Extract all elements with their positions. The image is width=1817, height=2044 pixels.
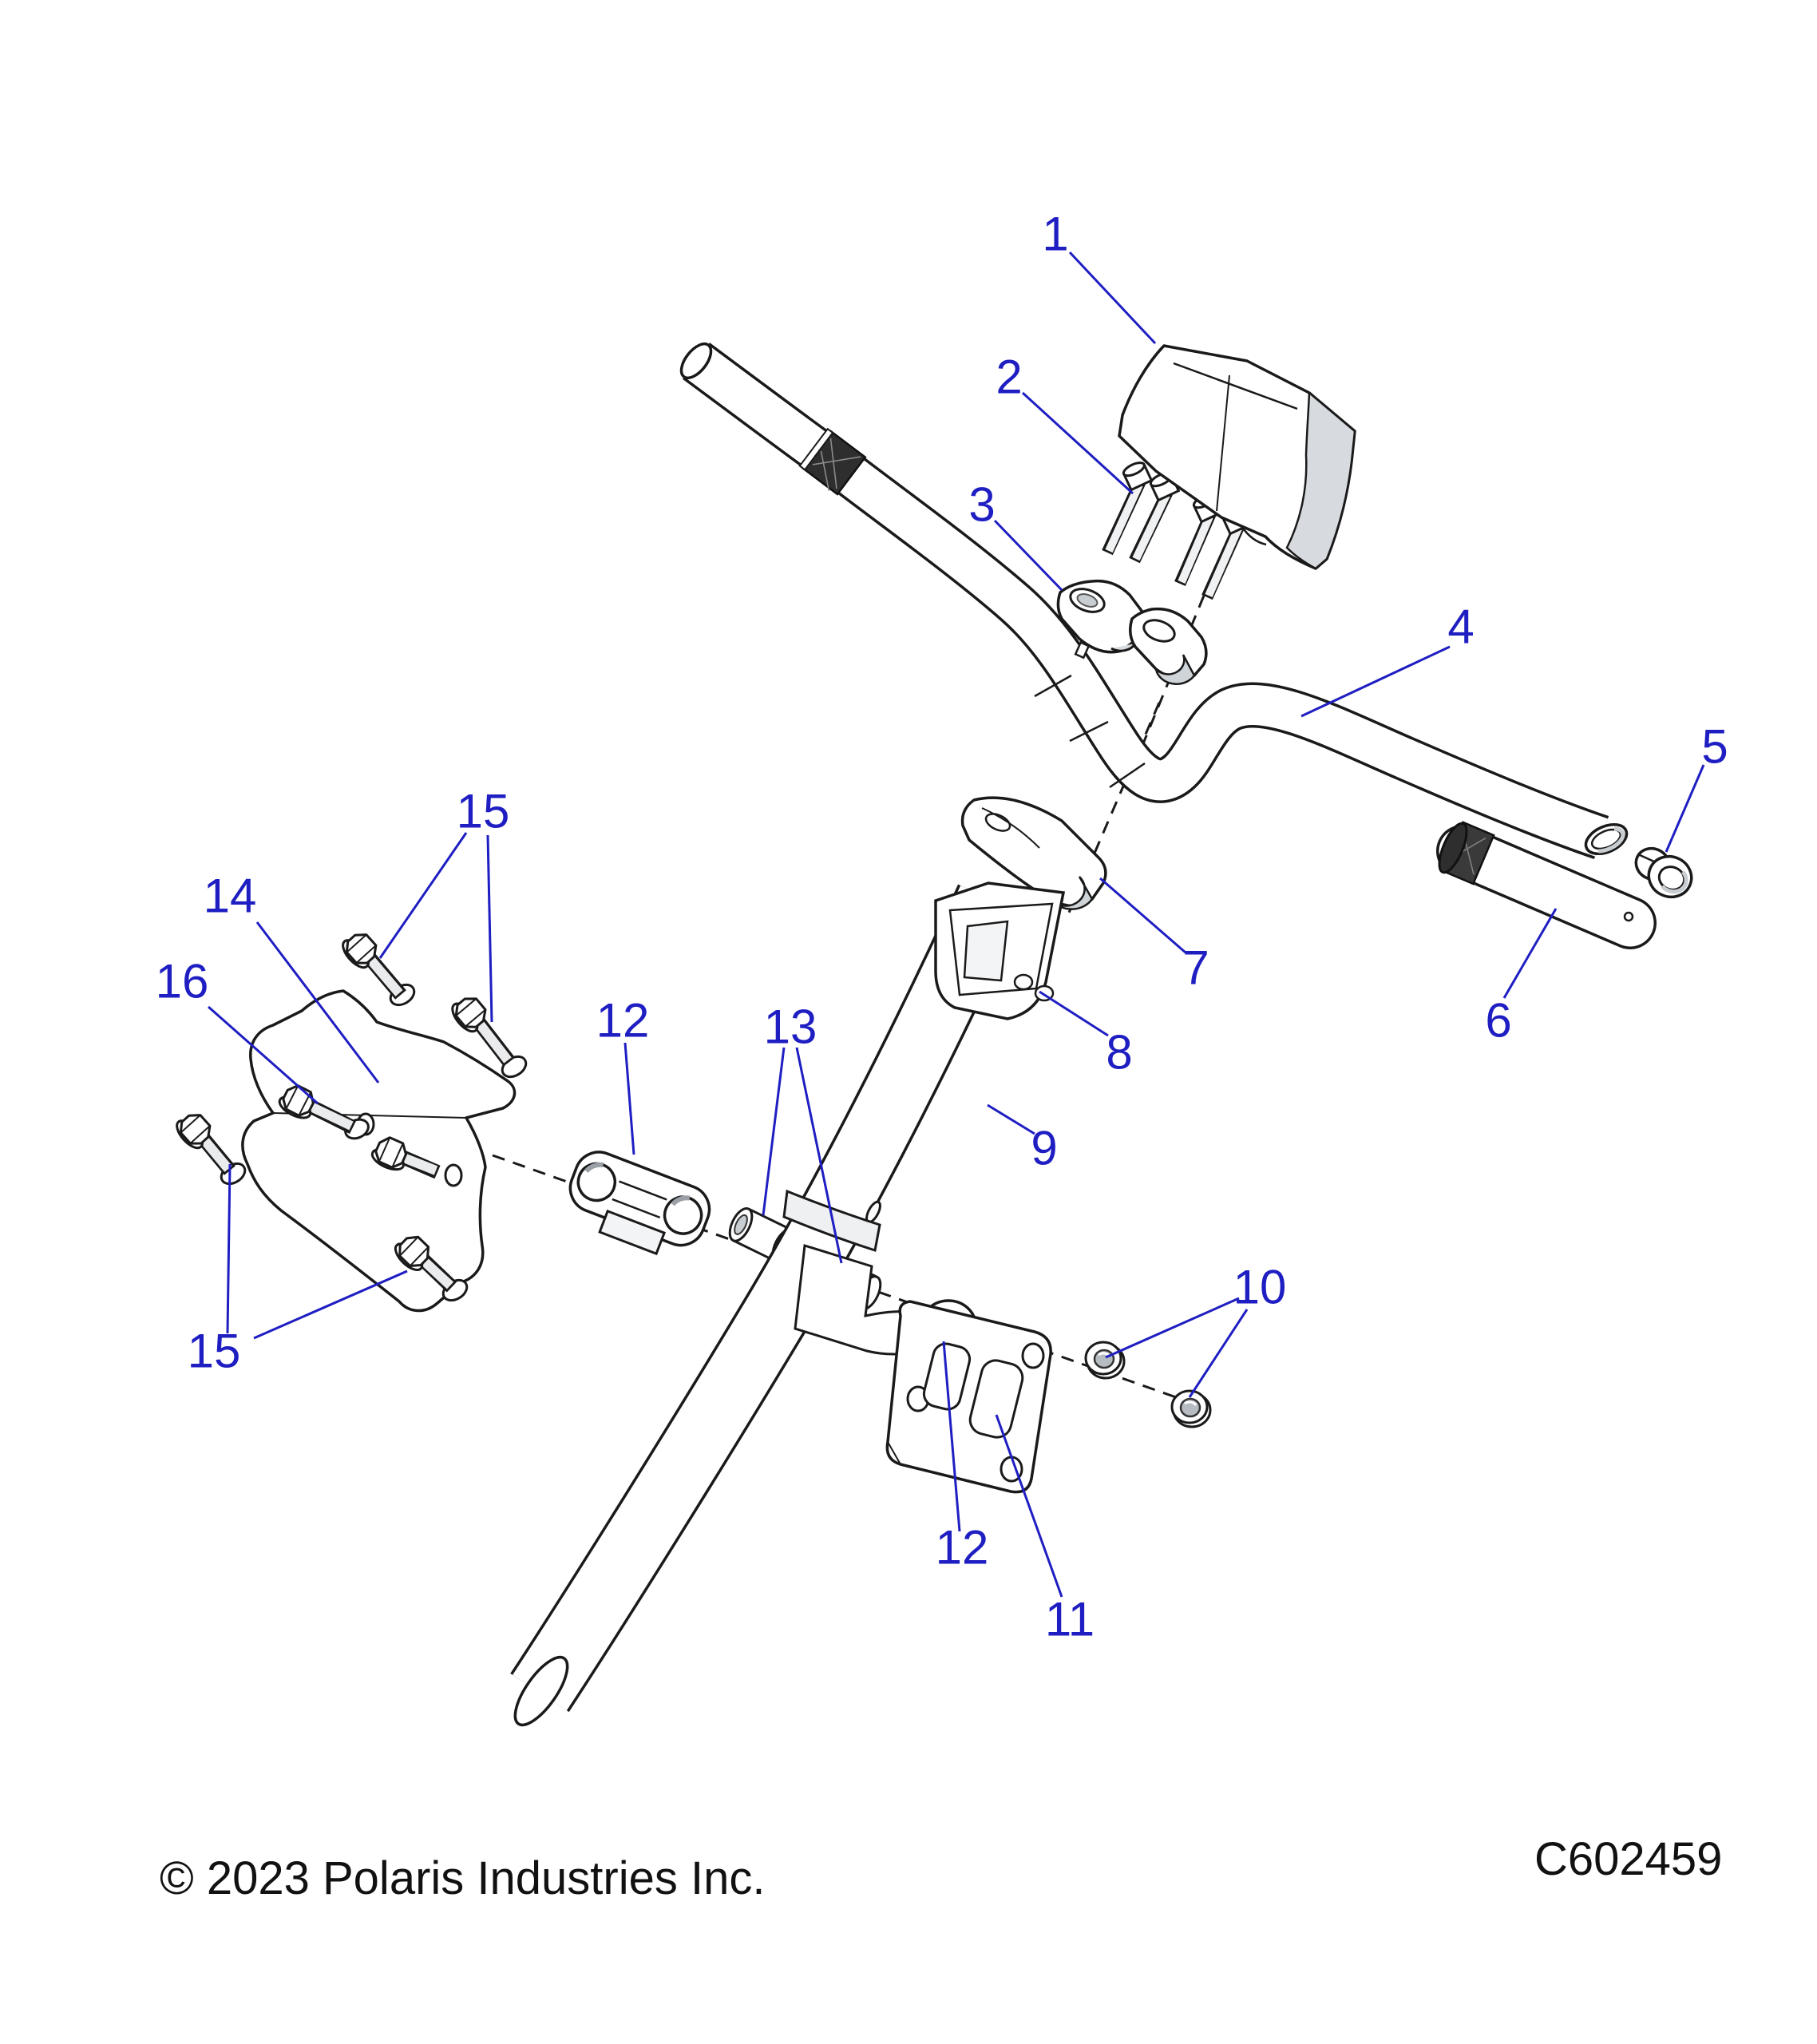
control-pod bbox=[1118, 344, 1356, 570]
callout-3[interactable]: 3 bbox=[968, 478, 995, 532]
flange-nuts bbox=[1084, 1341, 1212, 1428]
callout-9[interactable]: 9 bbox=[1031, 1122, 1057, 1175]
callout-13[interactable]: 13 bbox=[764, 1000, 817, 1054]
leader-line-12 bbox=[942, 1341, 961, 1532]
drawing-ref: C602459 bbox=[1534, 1833, 1722, 1885]
callout-2[interactable]: 2 bbox=[996, 351, 1022, 404]
leader-line-8 bbox=[1039, 990, 1109, 1037]
leader-line-13 bbox=[762, 1047, 786, 1216]
mount-plate-lower bbox=[885, 1300, 1052, 1494]
leader-line-15 bbox=[486, 834, 493, 1023]
leader-line-14 bbox=[255, 921, 380, 1083]
leader-line-10 bbox=[1188, 1309, 1249, 1398]
clamp-bolts bbox=[1102, 458, 1252, 600]
callout-12[interactable]: 12 bbox=[936, 1521, 989, 1575]
handlebar bbox=[679, 342, 1629, 859]
callout-4[interactable]: 4 bbox=[1447, 600, 1474, 654]
leader-line-2 bbox=[1021, 391, 1134, 495]
post-bracket bbox=[934, 881, 1066, 1020]
leader-line-15 bbox=[253, 1270, 408, 1340]
handlebar-saddle bbox=[960, 796, 1107, 910]
callout-10[interactable]: 10 bbox=[1233, 1261, 1287, 1314]
copyright-text: © 2023 Polaris Industries Inc. bbox=[160, 1852, 765, 1904]
callout-14[interactable]: 14 bbox=[204, 869, 257, 923]
leader-line-5 bbox=[1665, 764, 1705, 853]
pivot-clamp bbox=[568, 1151, 711, 1256]
steering-post bbox=[510, 884, 1022, 1727]
leader-lines bbox=[208, 251, 1705, 1598]
leader-line-15 bbox=[226, 1163, 232, 1334]
handlebar-grip bbox=[1436, 821, 1657, 949]
leader-line-16 bbox=[208, 1005, 319, 1105]
callout-15[interactable]: 15 bbox=[188, 1325, 241, 1378]
callout-8[interactable]: 8 bbox=[1106, 1026, 1132, 1079]
leader-line-13 bbox=[795, 1047, 843, 1264]
callout-16[interactable]: 16 bbox=[156, 955, 209, 1008]
leader-line-15 bbox=[378, 832, 468, 959]
callout-7[interactable]: 7 bbox=[1182, 941, 1209, 995]
plate-bolts bbox=[171, 926, 528, 1302]
leader-line-7 bbox=[1099, 877, 1186, 954]
leader-line-12 bbox=[623, 1042, 635, 1155]
leader-line-1 bbox=[1068, 251, 1157, 345]
callout-11[interactable]: 11 bbox=[1045, 1593, 1095, 1646]
callout-12[interactable]: 12 bbox=[596, 994, 650, 1048]
leader-line-11 bbox=[995, 1414, 1063, 1598]
leader-line-3 bbox=[993, 519, 1063, 592]
handlebar-clamp-upper bbox=[1056, 579, 1208, 685]
leader-line-10 bbox=[1105, 1297, 1240, 1359]
leader-line-4 bbox=[1300, 645, 1451, 718]
handlebar-knurl-band bbox=[798, 427, 867, 496]
callout-5[interactable]: 5 bbox=[1701, 720, 1728, 774]
grip-bushing bbox=[1634, 846, 1693, 899]
callout-15[interactable]: 15 bbox=[457, 785, 510, 838]
callout-1[interactable]: 1 bbox=[1042, 208, 1068, 261]
leader-line-9 bbox=[987, 1103, 1035, 1135]
leader-line-6 bbox=[1502, 908, 1558, 999]
callout-6[interactable]: 6 bbox=[1485, 994, 1511, 1048]
